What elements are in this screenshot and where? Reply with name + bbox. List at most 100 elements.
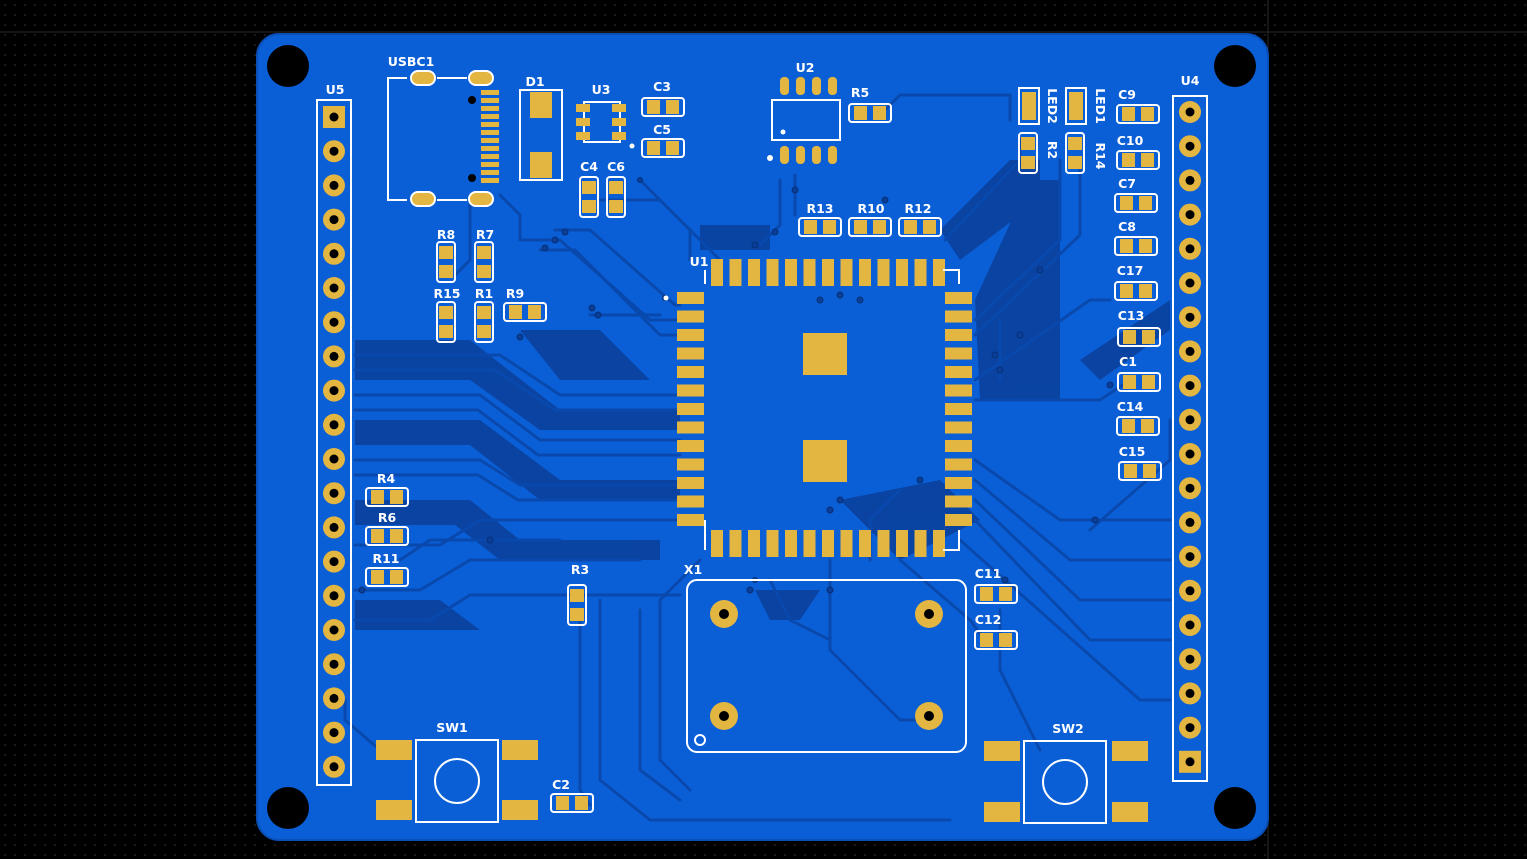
u1-pad-top	[748, 259, 760, 286]
part-c2[interactable]: C2	[550, 777, 594, 813]
led-led2[interactable]: LED2	[1018, 87, 1060, 125]
usb-pin	[481, 138, 499, 143]
part-r8[interactable]: R8	[436, 227, 456, 283]
part-c10[interactable]: C10	[1116, 133, 1160, 170]
u1-pad-right	[945, 458, 972, 471]
part-c6[interactable]: C6	[606, 159, 626, 218]
label-usbc1: USBC1	[388, 54, 435, 69]
part-r13[interactable]: R13	[798, 201, 842, 237]
led-led1[interactable]: LED1	[1065, 87, 1108, 125]
u1-pad-left	[677, 403, 704, 415]
switch-sw2[interactable]: SW2	[984, 721, 1148, 824]
label-r9: R9	[506, 286, 524, 301]
crystal-x1[interactable]: X1	[684, 562, 967, 753]
u1-pad-bottom	[914, 530, 927, 557]
u1-pad-top	[822, 259, 834, 286]
mounting-hole-br	[1214, 787, 1256, 829]
label-sw2: SW2	[1052, 721, 1084, 736]
part-c7[interactable]: C7	[1114, 176, 1158, 213]
label-c2: C2	[552, 777, 570, 792]
u1-pad-left	[677, 421, 704, 434]
part-c15[interactable]: C15	[1118, 444, 1162, 481]
label-r1: R1	[475, 286, 493, 301]
u1-pad-left	[677, 347, 704, 360]
part-c8[interactable]: C8	[1114, 219, 1158, 256]
part-r14[interactable]: R14	[1065, 132, 1108, 174]
regulator-u3[interactable]: U3	[576, 82, 635, 149]
label-c12: C12	[975, 612, 1002, 627]
u1-pad-left	[677, 366, 704, 378]
part-c12[interactable]: C12	[974, 612, 1018, 650]
header-u5-pins	[323, 106, 345, 778]
u1-pad-top	[785, 259, 797, 286]
vias	[358, 177, 1114, 594]
usb-pin	[481, 170, 499, 175]
usb-pin	[481, 154, 499, 159]
label-led2: LED2	[1045, 88, 1060, 124]
label-c13: C13	[1118, 308, 1145, 323]
label-u5: U5	[326, 82, 345, 97]
usb-pins	[481, 90, 499, 183]
diode-d1[interactable]: D1	[519, 74, 563, 181]
switch-sw1[interactable]: SW1	[376, 720, 538, 823]
mcu-u1[interactable]: U1	[663, 254, 973, 557]
usb-pin	[481, 114, 499, 119]
u1-pad-bottom	[711, 530, 723, 557]
mounting-hole-bl	[267, 787, 309, 829]
part-c3[interactable]: C3	[641, 79, 685, 117]
label-r6: R6	[378, 510, 397, 525]
part-r5[interactable]: R5	[848, 85, 892, 123]
usb-pin	[481, 146, 499, 151]
u1-pad-bottom	[840, 530, 853, 557]
part-c4[interactable]: C4	[579, 159, 599, 218]
mounting-holes	[267, 45, 1256, 829]
usb-pin	[481, 130, 499, 135]
usb-outline	[387, 77, 467, 201]
header-u4[interactable]: U4	[1172, 73, 1208, 782]
label-r13: R13	[806, 201, 833, 216]
header-u4-pins	[1179, 101, 1201, 773]
part-c13[interactable]: C13	[1117, 308, 1161, 347]
label-u3: U3	[592, 82, 611, 97]
u1-pad-bottom	[877, 530, 890, 557]
part-c14[interactable]: C14	[1116, 399, 1160, 436]
usb-c-connector[interactable]: USBC1	[387, 54, 499, 207]
label-r15: R15	[433, 286, 460, 301]
part-r12[interactable]: R12	[898, 201, 942, 237]
label-c9: C9	[1118, 87, 1136, 102]
part-r1[interactable]: R1	[474, 286, 494, 343]
u1-pad-top	[877, 259, 890, 286]
part-c17[interactable]: C17	[1114, 263, 1158, 301]
part-r7[interactable]: R7	[474, 227, 494, 283]
eeprom-u2[interactable]: U2	[767, 60, 841, 164]
u1-pad-right	[945, 495, 972, 508]
u1-pad-left	[677, 477, 704, 489]
u1-pad-top	[933, 259, 945, 286]
part-c11[interactable]: C11	[974, 566, 1018, 604]
usb-pin	[481, 98, 499, 103]
part-c5[interactable]: C5	[641, 122, 685, 158]
mcu-u1-pads	[663, 259, 972, 557]
part-r15[interactable]: R15	[433, 286, 461, 343]
u1-pad-top	[859, 259, 871, 286]
u1-pad-top	[729, 259, 742, 286]
part-r9[interactable]: R9	[503, 286, 547, 322]
label-r2: R2	[1045, 141, 1060, 159]
part-r11[interactable]: R11	[365, 551, 409, 587]
usb-pin	[481, 162, 499, 167]
header-u5[interactable]: U5	[316, 82, 352, 786]
part-r3[interactable]: R3	[567, 562, 589, 626]
u1-pad-right	[945, 421, 972, 434]
label-c14: C14	[1117, 399, 1144, 414]
u1-pad-bottom	[766, 530, 779, 557]
part-r6[interactable]: R6	[365, 510, 409, 546]
part-r10[interactable]: R10	[848, 201, 892, 237]
label-c8: C8	[1118, 219, 1136, 234]
part-r4[interactable]: R4	[365, 471, 409, 507]
part-r2[interactable]: R2	[1018, 132, 1060, 174]
part-c9[interactable]: C9	[1116, 87, 1160, 124]
u1-pad-top	[766, 259, 779, 286]
part-c1[interactable]: C1	[1117, 354, 1161, 392]
